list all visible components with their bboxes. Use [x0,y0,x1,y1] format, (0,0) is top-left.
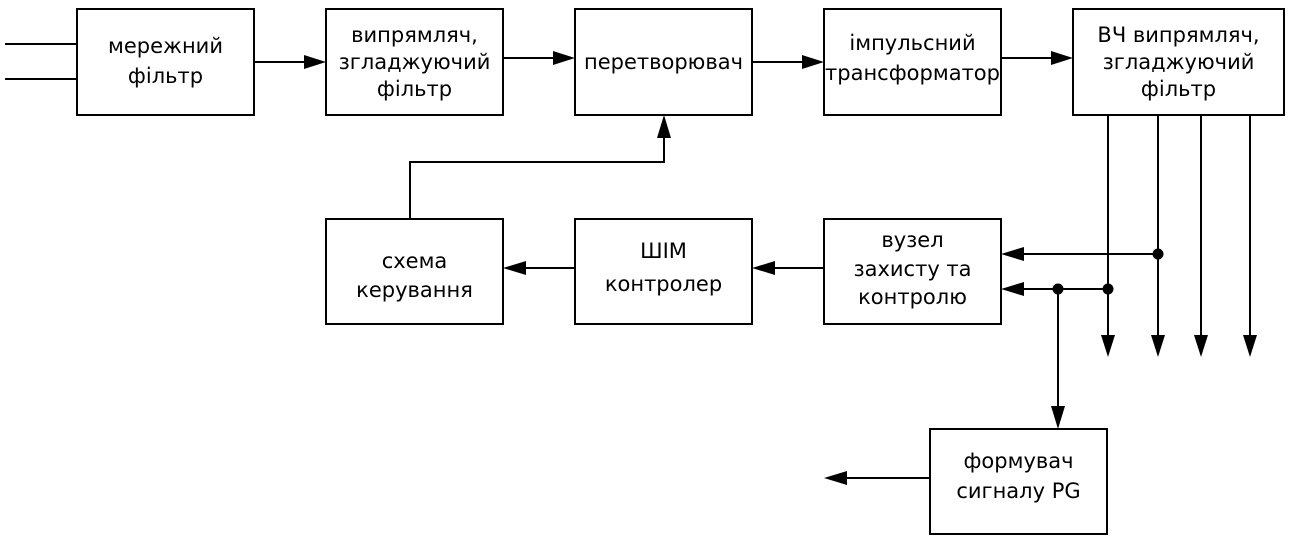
output-rail-1 [1101,115,1115,357]
block-line: фільтр [1141,77,1216,101]
arrow-filter-to-rectifier [254,55,326,69]
block-line: контролер [605,272,722,296]
hf-rectifier-filter-block: ВЧ випрямляч, згладжуючий фільтр [1072,8,1285,116]
block-line: сигналу PG [956,479,1080,503]
block-line: згладжуючий [1103,50,1255,74]
arrow-converter-to-transformer [752,55,824,69]
pg-output-arrow [824,471,930,485]
converter-block: перетворювач [574,8,753,116]
block-line: фільтр [377,77,452,101]
block-line: формувач [963,449,1073,473]
arrow-control-to-converter [409,115,671,219]
block-line: перетворювач [584,50,743,74]
block-line: трансформатор [825,61,1000,85]
output-rail-3 [1194,115,1208,357]
block-line: імпульсний [849,31,975,55]
arrow-to-pg-former [1051,289,1065,429]
junction-dot [1102,283,1114,295]
arrow-pwm-to-control [503,261,575,275]
control-circuit-block: схема керування [325,218,504,325]
mains-input-lines [5,43,77,80]
arrow-protection-to-pwm [752,261,824,275]
pulse-transformer-block: імпульсний трансформатор [823,8,1002,116]
pwm-controller-block: ШІМ контролер [574,218,753,325]
output-rail-2 [1151,115,1165,357]
output-rail-4 [1243,115,1257,357]
protection-unit-block: вузел захисту та контролю [823,218,1002,325]
arrow-rail2-to-protection [1001,247,1164,261]
block-line: схема [382,249,448,273]
block-line: згладжуючий [339,50,491,74]
arrow-rectifier-to-converter [503,51,575,65]
block-line: ВЧ випрямляч, [1097,23,1259,47]
pg-signal-former-block: формувач сигналу PG [929,428,1108,535]
arrow-transformer-to-hf-rectifier [1001,51,1073,65]
junction-dot [1152,248,1164,260]
rectifier-filter-block: випрямляч, згладжуючий фільтр [325,8,504,116]
block-line: мережний [108,34,223,58]
mains-filter-block: мережний фільтр [76,8,255,116]
block-line: захисту та [853,257,971,281]
block-line: випрямляч, [351,23,478,47]
block-line: ШІМ [640,239,687,263]
block-line: контролю [858,285,967,309]
block-line: фільтр [128,64,203,88]
block-line: керування [356,278,473,302]
block-line: вузел [881,228,943,252]
arrow-rail1-to-protection [1001,282,1114,296]
